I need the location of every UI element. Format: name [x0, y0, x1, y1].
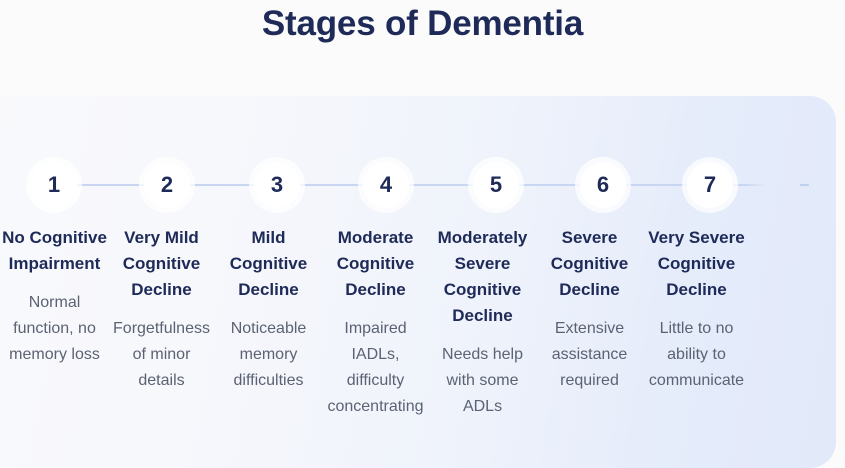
- timeline-node-3[interactable]: 3: [254, 162, 300, 208]
- stage-description-5: Needs help with some ADLs: [442, 346, 523, 415]
- page-title: Stages of Dementia: [261, 4, 584, 43]
- stage-description-7: Little to no ability to communicate: [648, 320, 745, 389]
- stage-item-1[interactable]: No Cognitive Impairment Normal function,…: [1, 225, 108, 420]
- timeline-node-5[interactable]: 5: [473, 162, 519, 208]
- stage-heading-4: Moderate Cognitive Decline: [336, 228, 415, 299]
- stage-description-3: Noticeable memory difficulties: [230, 320, 307, 389]
- stage-description-1: Normal function, no memory loss: [9, 294, 100, 363]
- timeline-node-4[interactable]: 4: [363, 162, 409, 208]
- stage-heading-2: Very Mild Cognitive Decline: [122, 228, 201, 299]
- timeline-node-2[interactable]: 2: [144, 162, 190, 208]
- stage-heading-6: Severe Cognitive Decline: [550, 228, 629, 299]
- stage-item-6[interactable]: Severe Cognitive Decline Extensive assis…: [536, 225, 643, 420]
- stages-list: No Cognitive Impairment Normal function,…: [0, 225, 845, 420]
- timeline-node-1[interactable]: 1: [31, 162, 77, 208]
- stage-description-2: Forgetfulness of minor details: [113, 320, 210, 389]
- stage-heading-3: Mild Cognitive Decline: [229, 228, 308, 299]
- timeline-connector-tail: [800, 184, 809, 186]
- stage-description-4: Impaired IADLs, difficulty concentrating: [327, 320, 424, 415]
- stage-item-7[interactable]: Very Severe Cognitive Decline Little to …: [643, 225, 750, 420]
- stages-background-panel: [0, 96, 836, 468]
- stage-item-2[interactable]: Very Mild Cognitive Decline Forgetfulnes…: [108, 225, 215, 420]
- stage-description-6: Extensive assistance required: [551, 320, 628, 389]
- stage-heading-1: No Cognitive Impairment: [2, 228, 107, 273]
- stage-item-3[interactable]: Mild Cognitive Decline Noticeable memory…: [215, 225, 322, 420]
- stage-heading-7: Very Severe Cognitive Decline: [648, 228, 745, 299]
- stage-item-5[interactable]: Moderately Severe Cognitive Decline Need…: [429, 225, 536, 420]
- stage-item-4[interactable]: Moderate Cognitive Decline Impaired IADL…: [322, 225, 429, 420]
- timeline-node-7[interactable]: 7: [687, 162, 733, 208]
- stage-timeline: 1 2 3 4 5 6 7: [0, 162, 845, 208]
- timeline-connector-line: [54, 184, 788, 186]
- stage-heading-5: Moderately Severe Cognitive Decline: [437, 228, 528, 325]
- timeline-node-6[interactable]: 6: [580, 162, 626, 208]
